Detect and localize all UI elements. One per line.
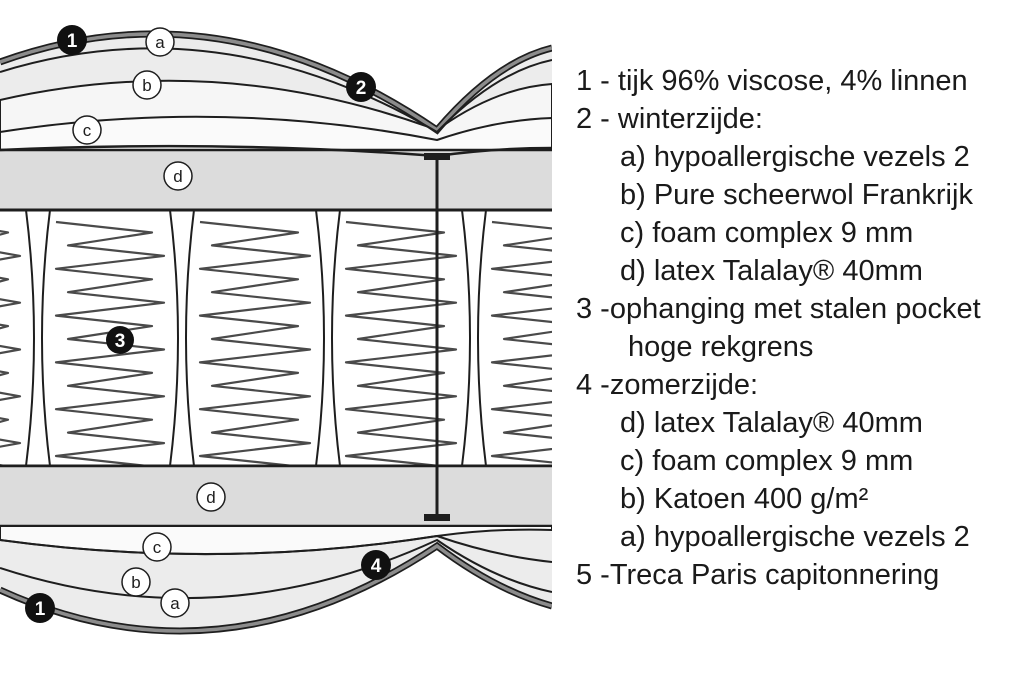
svg-text:b: b: [131, 573, 140, 592]
legend-line: 2 - winterzijde:: [576, 103, 763, 135]
marker-a-bottom: a: [160, 588, 190, 618]
svg-text:4: 4: [371, 556, 382, 577]
svg-text:d: d: [206, 488, 215, 507]
pocket-spring-core: [0, 210, 552, 466]
pocket-separator: [168, 210, 196, 466]
svg-text:d: d: [173, 167, 182, 186]
marker-d-bottom: d: [196, 482, 226, 512]
svg-text:3: 3: [115, 331, 126, 352]
legend-line: a) hypoallergische vezels 2: [620, 141, 970, 173]
marker-c-top: c: [72, 115, 102, 145]
marker-4: 4: [361, 550, 391, 580]
bottom-layer-b: [0, 534, 552, 563]
marker-1-bottom: 1: [25, 593, 55, 623]
spring-coil: [198, 220, 312, 466]
legend-line: 5 -Treca Paris capitonnering: [576, 559, 940, 591]
legend-line: d) latex Talalay® 40mm: [620, 407, 923, 439]
svg-text:a: a: [155, 33, 165, 52]
svg-text:a: a: [170, 594, 180, 613]
svg-text:1: 1: [67, 31, 78, 52]
marker-c-bottom: c: [142, 532, 172, 562]
pocket-separator: [24, 210, 52, 466]
svg-text:c: c: [83, 121, 92, 140]
legend-line: b) Katoen 400 g/m²: [620, 483, 869, 515]
svg-text:c: c: [153, 538, 162, 557]
bottom-latex-layer: [0, 464, 552, 528]
pocket-separators: [24, 210, 488, 466]
marker-1-top: 1: [57, 25, 87, 55]
bottom-layer-a-line: [0, 538, 552, 600]
svg-text:b: b: [142, 76, 151, 95]
legend-line: a) hypoallergische vezels 2: [620, 521, 970, 553]
marker-a-top: a: [145, 27, 175, 57]
marker-2: 2: [346, 72, 376, 102]
legend-line: hoge rekgrens: [628, 331, 814, 363]
spring-coil: [490, 220, 552, 464]
marker-b-bottom: b: [121, 567, 151, 597]
pocket-separator: [314, 210, 342, 466]
legend-line: b) Pure scheerwol Frankrijk: [620, 179, 973, 211]
legend-line: c) foam complex 9 mm: [620, 445, 914, 477]
svg-text:1: 1: [35, 599, 46, 620]
marker-b-top: b: [132, 70, 162, 100]
legend-list: 1 - tijk 96% viscose, 4% linnen 2 - winte…: [576, 62, 1024, 602]
top-latex-layer: [0, 148, 552, 212]
legend-line: 3 -ophanging met stalen pocket: [576, 293, 981, 325]
bottom-comfort-layers: [0, 525, 552, 635]
marker-d-top: d: [163, 161, 193, 191]
capitonnering-tuft: [424, 153, 450, 521]
top-comfort-layers: [0, 30, 552, 151]
legend-line: c) foam complex 9 mm: [620, 217, 914, 249]
legend-line: d) latex Talalay® 40mm: [620, 255, 923, 287]
pocket-separator: [460, 210, 488, 466]
svg-text:2: 2: [356, 78, 367, 99]
top-layer-c: [0, 115, 552, 151]
spring-coil: [344, 220, 458, 466]
legend-line: 1 - tijk 96% viscose, 4% linnen: [576, 65, 968, 97]
legend-line: 4 -zomerzijde:: [576, 369, 759, 401]
mattress-cross-section-diagram: 1 2 3 4 1 a b c d d c b: [0, 25, 552, 635]
marker-3: 3: [106, 326, 134, 354]
